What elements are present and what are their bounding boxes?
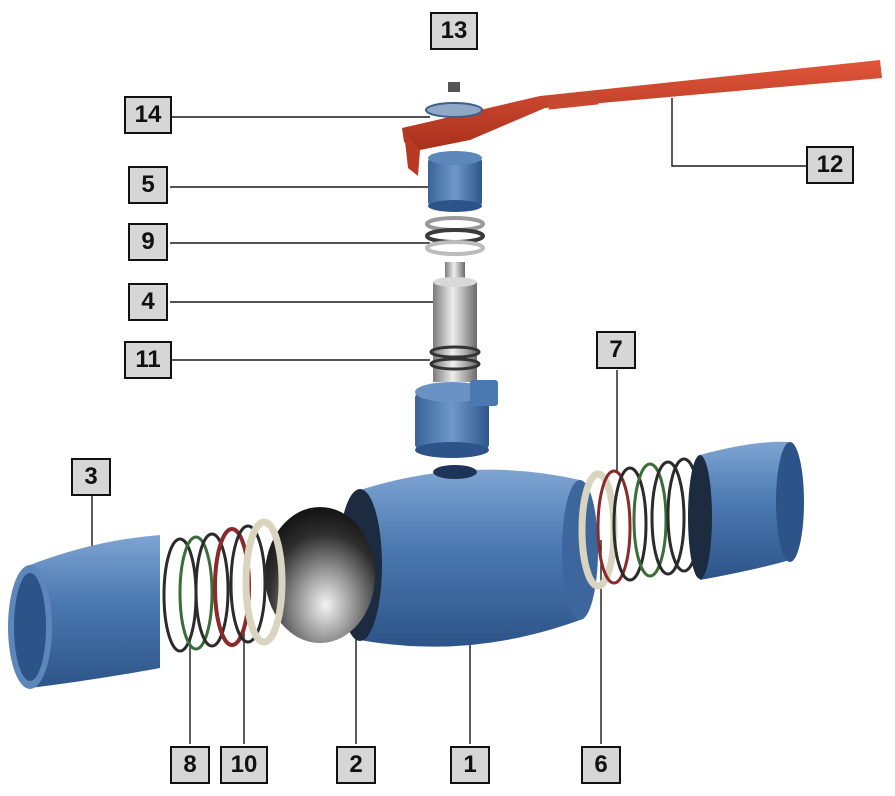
- right-seal-rings: [578, 457, 702, 590]
- callout-11: 11: [124, 341, 172, 379]
- top-nut: [448, 82, 460, 92]
- stem-washers: [425, 216, 485, 256]
- stem-housing: [415, 380, 498, 458]
- washer: [425, 102, 483, 118]
- callout-13: 13: [430, 12, 478, 50]
- callout-3: 3: [71, 458, 111, 496]
- left-seal-rings: [162, 518, 286, 653]
- gland-sleeve: [428, 151, 482, 212]
- callout-14: 14: [124, 96, 172, 134]
- callout-4: 4: [128, 283, 168, 321]
- ball: [265, 507, 375, 643]
- callout-5: 5: [128, 166, 168, 204]
- callout-8: 8: [170, 746, 210, 784]
- callout-12: 12: [806, 146, 854, 184]
- callout-7: 7: [596, 331, 636, 369]
- valve-body: [338, 465, 598, 647]
- handle-lever: [402, 60, 882, 176]
- right-end-pipe: [688, 441, 804, 580]
- callout-6: 6: [581, 746, 621, 784]
- callout-2: 2: [336, 746, 376, 784]
- callout-1: 1: [450, 746, 490, 784]
- left-end-pipe: [8, 535, 160, 689]
- stem: [429, 262, 481, 382]
- callout-10: 10: [220, 746, 268, 784]
- callout-9: 9: [128, 223, 168, 261]
- leader-lines: [91, 98, 806, 744]
